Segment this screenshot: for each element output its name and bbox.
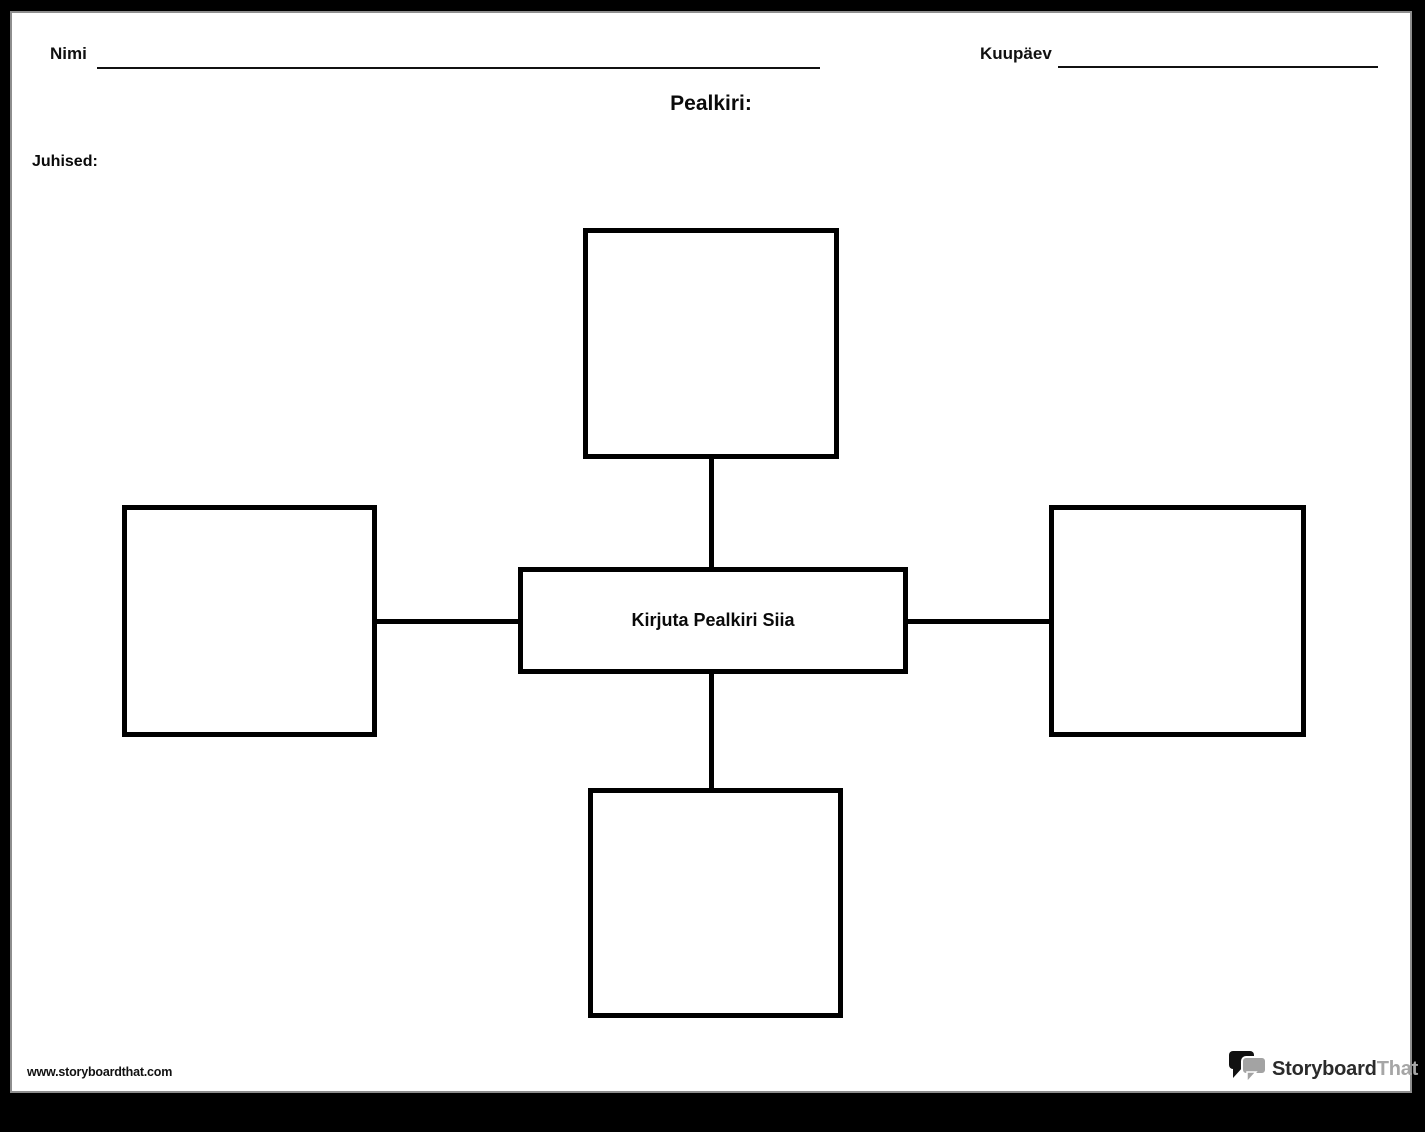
spider-cell-top[interactable] [583,228,839,459]
speech-bubbles-icon [1228,1050,1268,1089]
spider-center-label: Kirjuta Pealkiri Siia [631,610,795,630]
spider-center-box[interactable]: Kirjuta Pealkiri Siia [518,567,908,674]
name-input-line[interactable] [97,67,820,69]
date-input-line[interactable] [1058,66,1378,68]
connector-right [908,619,1049,624]
connector-left [377,619,518,624]
spider-cell-bottom[interactable] [588,788,843,1018]
connector-top [709,459,714,567]
logo-text-secondary: That [1376,1058,1419,1080]
page-title: Pealkiri: [670,92,752,115]
spider-cell-left[interactable] [122,505,377,737]
logo-text-primary: Storyboard [1272,1058,1377,1080]
connector-bottom [709,674,714,788]
date-label: Kuupäev [980,44,1052,63]
spider-cell-right[interactable] [1049,505,1306,737]
storyboardthat-logo: StoryboardThat [1228,1050,1418,1089]
name-label: Nimi [50,44,87,63]
logo-wordmark: StoryboardThat [1272,1058,1418,1081]
website-url: www.storyboardthat.com [27,1065,173,1079]
worksheet-page: Nimi Kuupäev Pealkiri: Juhised: Kirjuta … [10,11,1418,1093]
instructions-label: Juhised: [32,153,98,170]
